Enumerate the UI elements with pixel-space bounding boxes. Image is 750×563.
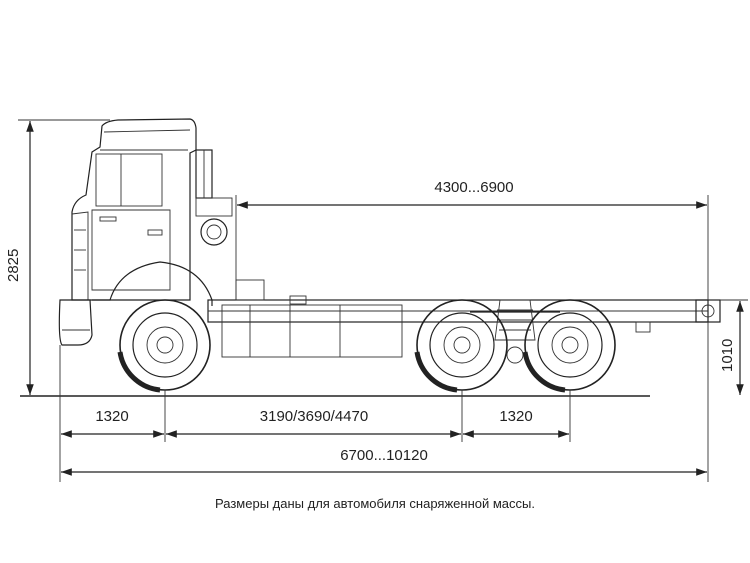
dim-frame-height: 1010	[719, 299, 748, 395]
dim-front-overhang: 1320	[61, 408, 164, 438]
truck-silhouette	[58, 118, 721, 393]
dim-frame-length-label: 4300...6900	[434, 179, 513, 196]
last-rear-wheel	[522, 299, 616, 393]
cab	[58, 118, 233, 346]
dim-total-height: 2825	[5, 119, 110, 395]
front-fender	[92, 261, 213, 306]
chassis-frame	[207, 279, 721, 358]
dim-front-overhang-label: 1320	[95, 408, 128, 425]
dim-wheelbase-label: 3190/3690/4470	[260, 408, 368, 425]
dim-frame-height-label: 1010	[719, 339, 736, 372]
dim-frame-length: 4300...6900	[235, 179, 709, 300]
rear-bogie-suspension	[470, 299, 560, 364]
middle-rear-wheel	[414, 299, 508, 393]
dim-overall-length-label: 6700...10120	[340, 447, 428, 464]
dim-total-height-label: 2825	[5, 249, 22, 282]
caption: Размеры даны для автомобиля снаряженной …	[215, 496, 535, 511]
dim-overall-length: 6700...10120	[61, 447, 707, 476]
dim-wheelbase: 3190/3690/4470	[166, 408, 461, 438]
dim-rear-bogie: 1320	[463, 408, 569, 438]
dim-rear-bogie-label: 1320	[499, 408, 532, 425]
front-wheel	[117, 299, 211, 393]
